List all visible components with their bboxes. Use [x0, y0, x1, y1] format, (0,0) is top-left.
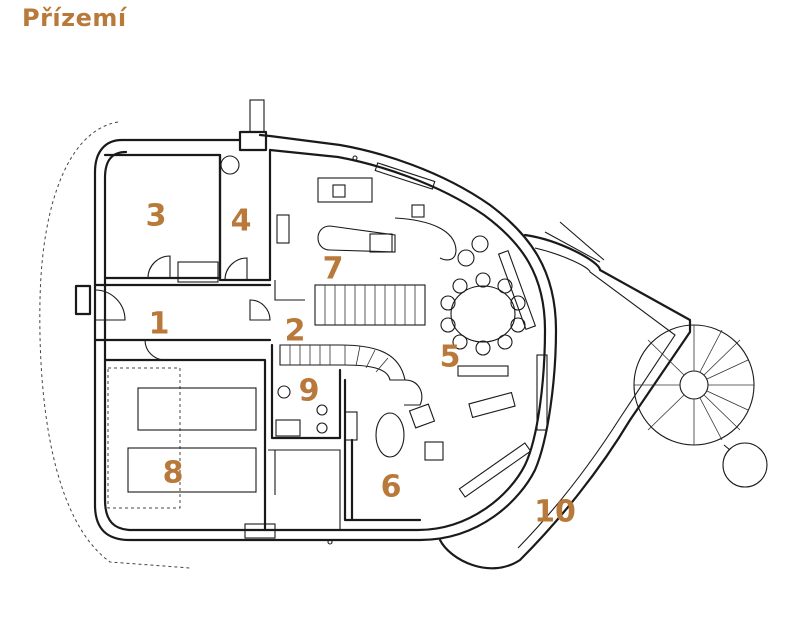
bidet [316, 404, 328, 416]
kitchen-sink [332, 184, 346, 198]
windows [374, 162, 548, 498]
room-4-round-element [220, 155, 240, 175]
outer-wall-inner [103, 148, 547, 532]
room-4-walls [218, 148, 272, 282]
outer-wall [93, 133, 558, 542]
ext-lamp-2 [352, 155, 358, 161]
room-number-8: 8 [163, 456, 184, 491]
room-number-4: 4 [231, 204, 252, 239]
entrance-door-frame [238, 130, 268, 152]
wc-2 [316, 422, 328, 434]
lounge-chair [468, 391, 516, 419]
stair-connection [723, 444, 731, 451]
lower-stair-treads [289, 345, 389, 373]
kitchen-chair [411, 204, 425, 218]
room-number-6: 6 [381, 470, 402, 505]
room-number-9: 9 [299, 374, 320, 409]
cooktop [369, 233, 393, 253]
room-8-walls [103, 358, 267, 532]
main-entrance-door [74, 284, 92, 316]
kitchen-island [317, 225, 396, 253]
room-1-walls [93, 283, 272, 342]
room-4-door-swing [224, 257, 248, 281]
terrace-outline [438, 233, 692, 570]
room-number-2: 2 [285, 314, 306, 349]
room-3-door-swing [147, 255, 171, 279]
fireplace-unit [344, 411, 358, 441]
spiral-staircase [633, 324, 755, 446]
room-number-1: 1 [149, 307, 170, 342]
shower [275, 419, 301, 437]
main-door-swing [94, 289, 126, 321]
landing-circle [722, 442, 768, 488]
room-1-door-swing-2 [144, 339, 166, 361]
main-staircase [314, 284, 426, 326]
sideboard [457, 365, 509, 377]
room-1-door-swing [249, 299, 271, 321]
garage-partition [268, 449, 341, 530]
car-1 [137, 387, 257, 431]
room-number-7: 7 [323, 252, 344, 287]
kitchen-counter [317, 177, 373, 203]
car-2 [127, 447, 257, 493]
kitchen-bar [394, 217, 457, 261]
room-number-3: 3 [146, 199, 167, 234]
room-1-closet [177, 261, 219, 283]
room-5-partition [404, 379, 423, 406]
ext-lamp [327, 539, 333, 545]
garden-door [244, 523, 276, 539]
room-number-5: 5 [440, 340, 461, 375]
armchair-2 [424, 441, 444, 461]
room-9-walls [270, 343, 342, 440]
garage-door-zone [107, 367, 181, 509]
floor-title: Přízemí [22, 4, 127, 32]
entrance-porch [249, 99, 265, 133]
room-4-cabinet [276, 214, 290, 244]
terrace-edge [517, 247, 676, 549]
kitchen-wall [274, 280, 305, 301]
garden-outline [39, 121, 191, 569]
coffee-table [375, 412, 405, 458]
bar-stool [457, 249, 475, 267]
bar-stool-2 [471, 235, 489, 253]
armchair [408, 403, 436, 429]
stair-treads [324, 285, 416, 325]
dining-table [450, 285, 516, 343]
toilet [277, 385, 291, 399]
room-number-10: 10 [534, 495, 576, 530]
terrace-rail [544, 221, 605, 263]
